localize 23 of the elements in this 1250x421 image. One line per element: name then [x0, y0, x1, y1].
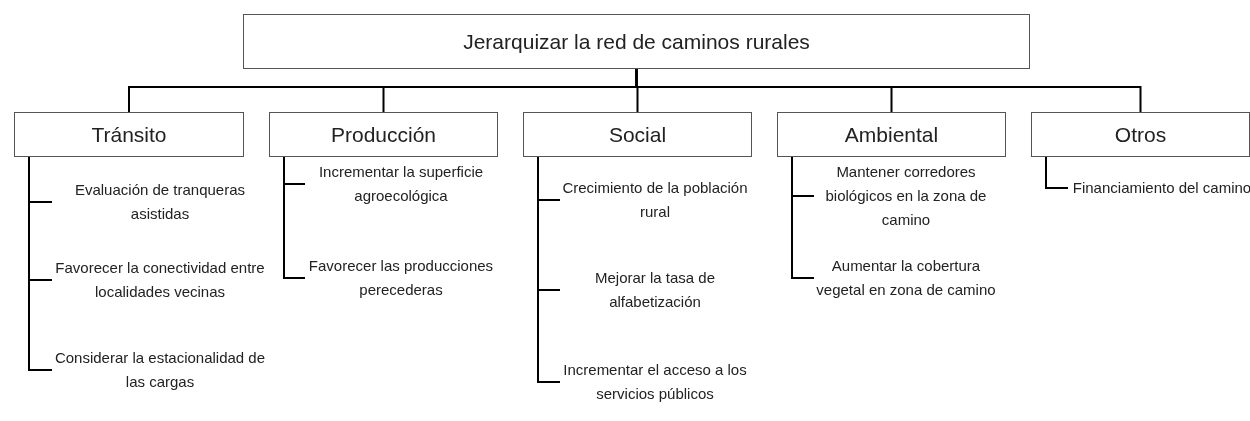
connector-line	[635, 68, 1142, 113]
category-box: Jerarquizar la red de caminos rurales	[243, 14, 1030, 69]
connector-line	[283, 156, 306, 279]
objective-text: Evaluación de tranqueras asistidas	[52, 178, 268, 226]
connector-line	[537, 156, 561, 383]
objective-text: Favorecer la conectividad entre localidades vecinas	[52, 256, 268, 304]
objective-text: Considerar la estacionalidad de las cargas	[52, 346, 268, 394]
objective-text: Favorecer las producciones perecederas	[305, 254, 497, 302]
objective-text: Mejorar la tasa de alfabetización	[560, 266, 750, 314]
category-box: Otros	[1031, 112, 1250, 157]
objective-text: Crecimiento de la población rural	[560, 176, 750, 224]
category-box: Tránsito	[14, 112, 244, 157]
category-box: Ambiental	[777, 112, 1006, 157]
objective-text: Incrementar el acceso a los servicios públicos	[560, 358, 750, 406]
objective-text: Mantener corredores biológicos en la zona de camino	[814, 160, 998, 232]
category-box: Producción	[269, 112, 498, 157]
category-box: Social	[523, 112, 752, 157]
connector-line	[791, 156, 815, 279]
connector-line	[28, 156, 53, 371]
objective-text: Financiamiento del camino	[1068, 176, 1250, 200]
objective-text: Aumentar la cobertura vegetal en zona de camino	[814, 254, 998, 302]
objective-text: Incrementar la superficie agroecológica	[305, 160, 497, 208]
connector-line	[1045, 156, 1069, 189]
